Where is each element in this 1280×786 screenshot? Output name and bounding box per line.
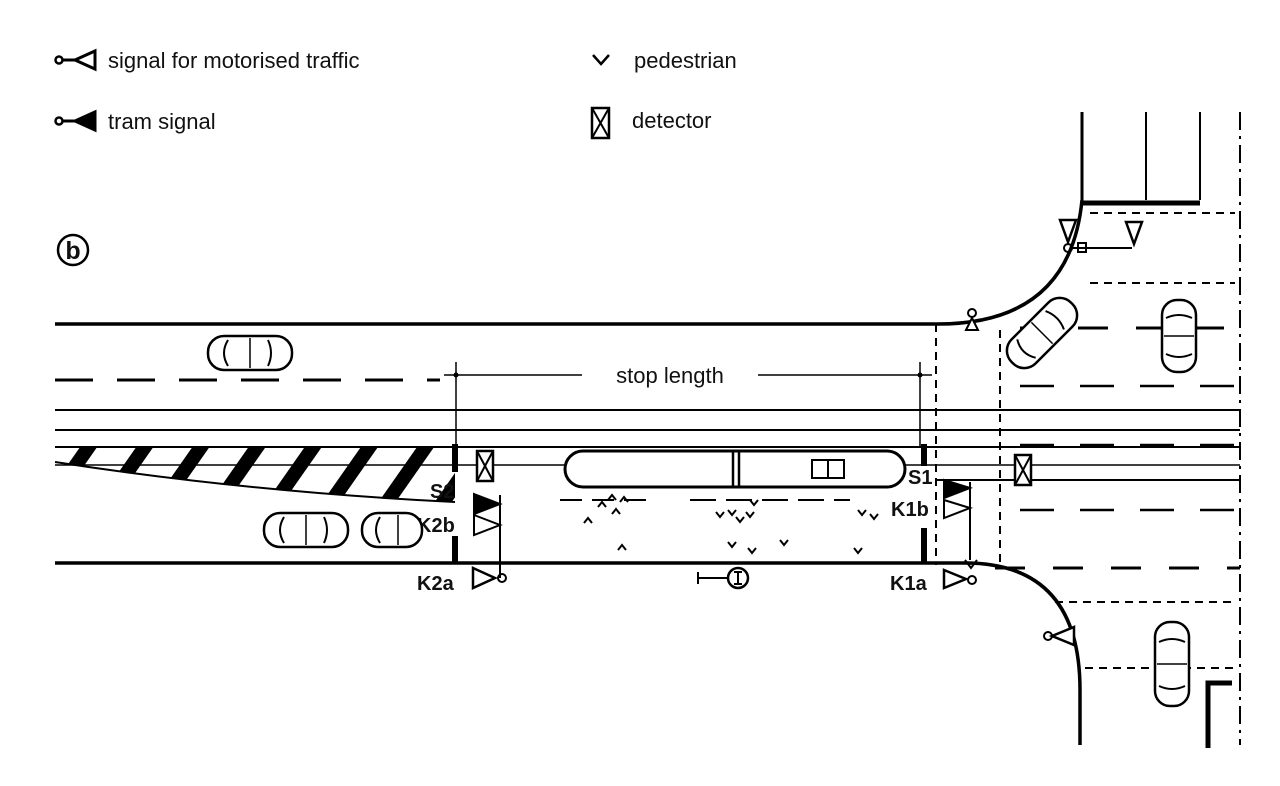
- pedestrian-icon: [749, 499, 759, 507]
- stop-bars: [452, 444, 927, 562]
- motor-signal-icon: [1124, 220, 1144, 248]
- legend-detector: detector: [590, 106, 712, 140]
- signal-k2a-label: K2a: [417, 573, 455, 595]
- pedestrian-icon: [715, 511, 725, 519]
- signal-k2a: K2a: [417, 566, 507, 595]
- legend-tram-signal-label: tram signal: [108, 109, 216, 134]
- road: [54, 112, 1241, 748]
- pedestrian-icon: [611, 507, 621, 515]
- tram: [563, 449, 907, 489]
- detector-east: [1013, 453, 1033, 487]
- signal-s1-label: S1: [908, 467, 932, 489]
- hatched-area: [54, 446, 456, 503]
- car-cross-south: [1153, 620, 1191, 708]
- signal-south: [1043, 625, 1076, 647]
- legend-pedestrian-label: pedestrian: [634, 48, 737, 73]
- pedestrian-icon: [727, 541, 737, 549]
- curb-corner-se: [964, 561, 1082, 745]
- pedestrian-icon: [857, 509, 867, 517]
- legend-tram-signal: tram signal: [54, 109, 216, 134]
- pedestrian-icon: [727, 509, 737, 517]
- car-cross-north: [1160, 298, 1198, 374]
- pedestrian-icon: [617, 543, 627, 551]
- pedestrian-icon: [869, 513, 879, 521]
- pedestrian-icon: [583, 516, 593, 524]
- legend-motor-signal-label: signal for motorised traffic: [108, 48, 359, 73]
- signal-s2-label: S2: [430, 481, 454, 503]
- motor-signal-icon: [1048, 625, 1076, 647]
- motor-signal-icon: [473, 513, 503, 537]
- pedestrian-button: [697, 566, 750, 590]
- pedestrian-icon: [735, 516, 745, 524]
- motor-signal-icon: [471, 566, 499, 590]
- motor-signal-icon: [943, 498, 974, 520]
- signal-k1a-label: K1a: [890, 573, 928, 595]
- legend-motor-signal: signal for motorised traffic: [54, 48, 359, 73]
- signal-s1: S1 K1b: [891, 467, 974, 560]
- signal-s2: S2 K2b: [417, 481, 503, 578]
- detector-icon: [590, 106, 611, 140]
- pedestrian-icon: [592, 54, 610, 66]
- signal-k1b-label: K1b: [891, 499, 929, 521]
- car-parked-1: [262, 511, 350, 549]
- motor-signal-icon: [1058, 218, 1078, 246]
- tram-signal-icon: [943, 478, 974, 500]
- pedestrian-icon: [747, 547, 757, 555]
- tram-signal-icon: [473, 492, 503, 516]
- pedestrians: [583, 493, 879, 555]
- pedestrian-icon: [607, 493, 617, 501]
- stop-length-dimension: stop length: [444, 362, 932, 448]
- motor-signal-icon: [54, 48, 97, 72]
- pedestrian-icon: [853, 547, 863, 555]
- legend: signal for motorised traffic tram signal…: [54, 48, 737, 140]
- signal-north-pair: [1058, 218, 1144, 253]
- signal-ped-north: [964, 308, 980, 331]
- car-west-top: [206, 334, 294, 372]
- signal-k2b-label: K2b: [417, 515, 455, 537]
- pedestrian-icon: [597, 500, 607, 508]
- legend-pedestrian: pedestrian: [592, 48, 737, 73]
- legend-detector-label: detector: [632, 108, 712, 133]
- stop-length-label: stop length: [616, 363, 724, 388]
- tram-signal-icon: [54, 109, 97, 133]
- signal-k1a: K1a: [890, 559, 978, 595]
- svg-text:b: b: [65, 237, 80, 265]
- panel-label: b: [56, 233, 90, 267]
- motor-signal-icon: [942, 568, 970, 590]
- pedestrian-icon: [619, 495, 629, 503]
- pedestrian-icon: [745, 511, 755, 519]
- car-turning: [1005, 296, 1079, 370]
- car-parked-2: [360, 511, 424, 549]
- pedestrian-icon: [779, 539, 789, 547]
- detector-west: [475, 449, 495, 483]
